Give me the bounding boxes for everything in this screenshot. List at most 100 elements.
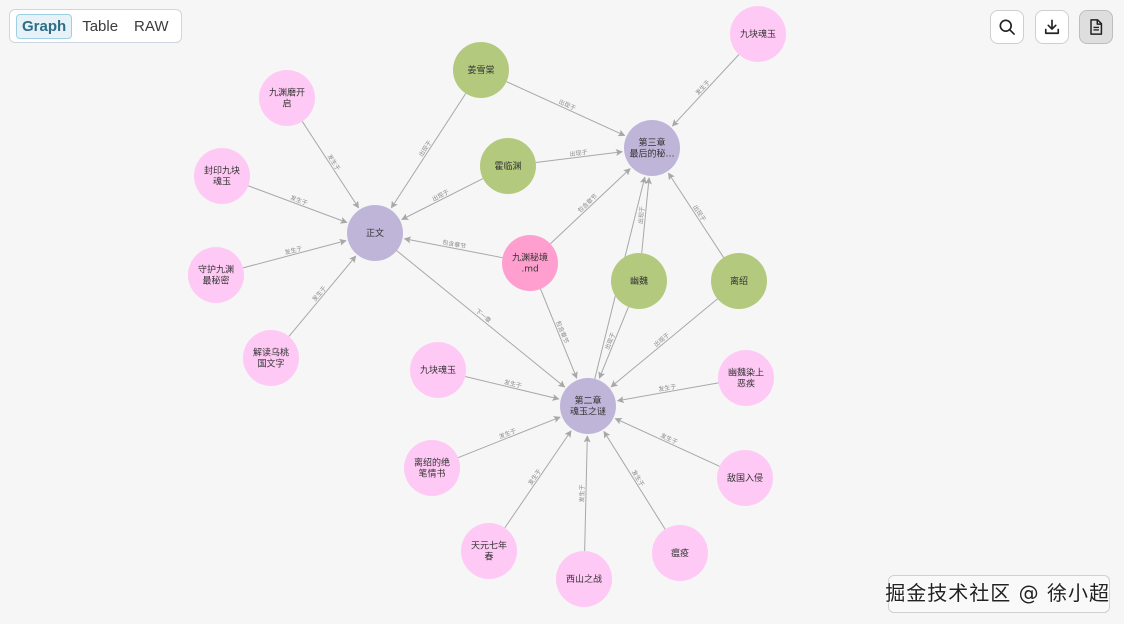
graph-node-label: 最后的秘… [629, 148, 674, 160]
graph-node-label: 第三章 [638, 137, 665, 149]
graph-node-circle[interactable] [453, 42, 509, 98]
graph-node-label: 九块魂玉 [740, 28, 776, 40]
graph-node-wenyi[interactable]: 瘟疫 [652, 525, 708, 581]
graph-node-label: 姜雪棠 [467, 64, 494, 76]
graph-node-lishao[interactable]: 离绍 [711, 253, 767, 309]
tab-raw[interactable]: RAW [134, 17, 169, 35]
graph-node-jiukuai_mid[interactable]: 九块魂玉 [410, 342, 466, 398]
graph-node-circle[interactable] [652, 525, 708, 581]
graph-node-label: 春 [484, 551, 493, 563]
graph-edge [598, 306, 629, 379]
watermark-box [888, 575, 1110, 613]
graph-node-circle[interactable] [259, 70, 315, 126]
graph-node-label: 笔情书 [418, 468, 445, 480]
search-button[interactable] [990, 10, 1024, 44]
graph-edge-label: 发生于 [503, 378, 522, 390]
graph-edge [390, 93, 467, 209]
graph-edge-label: 出现于 [569, 148, 588, 158]
graph-edge [396, 250, 566, 388]
graph-node-circle[interactable] [188, 247, 244, 303]
graph-edge [616, 382, 719, 404]
graph-edge [641, 177, 652, 254]
graph-node-circle[interactable] [461, 523, 517, 579]
search-icon [999, 19, 1015, 35]
document-button[interactable] [1079, 10, 1113, 44]
graph-node-jiangxue[interactable]: 姜雪棠 [453, 42, 509, 98]
graph-node-circle[interactable] [717, 450, 773, 506]
graph-edge-label: 发生于 [659, 431, 679, 446]
download-button[interactable] [1035, 10, 1069, 44]
graph-edge-label: 出现于 [603, 331, 617, 351]
graph-edge [288, 255, 357, 337]
graph-node-circle[interactable] [718, 350, 774, 406]
watermark: 掘金技术社区 @ 徐小超 [885, 581, 1110, 605]
graph-node-huolin[interactable]: 霍临渊 [480, 138, 536, 194]
graph-edge [610, 298, 718, 388]
graph-node-circle[interactable] [611, 253, 667, 309]
graph-node-jiukuai_top[interactable]: 九块魂玉 [730, 6, 786, 62]
graph-edge-label: 发生于 [289, 194, 309, 208]
graph-node-zhengwen[interactable]: 正文 [347, 205, 403, 261]
graph-edge [535, 149, 623, 164]
view-toggle: Graph Table RAW [9, 9, 182, 43]
graph-node-circle[interactable] [624, 120, 680, 176]
download-icon [1044, 19, 1060, 35]
graph-node-circle[interactable] [404, 440, 460, 496]
graph-node-circle[interactable] [347, 205, 403, 261]
graph-edge-label: 发生于 [630, 468, 646, 488]
graph-node-label: 幽魏染上 [728, 367, 764, 379]
graph-node-label: 解读乌桃 [253, 347, 289, 359]
graph-node-md[interactable]: 九渊秘境.md [502, 235, 558, 291]
graph-node-label: 离绍的绝 [414, 457, 450, 469]
graph-node-circle[interactable] [730, 6, 786, 62]
graph-edge-label: 出现于 [557, 98, 577, 113]
graph-node-circle[interactable] [194, 148, 250, 204]
graph-node-label: 最秘密 [202, 275, 229, 287]
graph-node-circle[interactable] [560, 378, 616, 434]
graph-node-xishan[interactable]: 西山之战 [556, 551, 612, 607]
graph-node-diguo[interactable]: 敌国入侵 [717, 450, 773, 506]
graph-node-circle[interactable] [711, 253, 767, 309]
graph-node-label: 封印九块 [204, 165, 240, 177]
graph-node-label: 敌国入侵 [727, 472, 763, 484]
graph-edge [301, 121, 360, 209]
graph-edge [248, 185, 348, 224]
graph-edge [403, 236, 503, 259]
graph-node-label: .md [521, 265, 538, 275]
graph-node-label: 正文 [366, 227, 384, 239]
graph-edge-label: 出现于 [431, 188, 451, 203]
graph-node-label: 九块魂玉 [420, 364, 456, 376]
graph-edge-label: 发生于 [578, 484, 586, 502]
graph-nodes[interactable]: 正文第三章最后的秘…第二章魂玉之谜九渊秘境.md姜雪棠霍临渊幽魏离绍九渊磨开启封… [188, 6, 786, 607]
graph-node-label: 启 [282, 98, 291, 110]
graph-edge-label: 包含章节 [576, 192, 599, 214]
tab-table[interactable]: Table [82, 17, 119, 35]
graph-node-ch3[interactable]: 第三章最后的秘… [624, 120, 680, 176]
graph-node-label: 魂玉 [213, 176, 231, 188]
graph-edge-label: 发生于 [658, 382, 677, 393]
graph-edge-label: 出现于 [637, 206, 647, 225]
graph-node-circle[interactable] [410, 342, 466, 398]
graph-edge-label: 发生于 [326, 153, 343, 172]
graph-node-circle[interactable] [556, 551, 612, 607]
graph-node-youwei[interactable]: 幽魏 [611, 253, 667, 309]
graph-node-circle[interactable] [480, 138, 536, 194]
graph-edge-label: 发生于 [498, 427, 518, 441]
graph-edge [671, 54, 740, 127]
graph-edge [457, 416, 561, 459]
graph-node-circle[interactable] [502, 235, 558, 291]
graph-node-label: 离绍 [730, 275, 748, 287]
tab-graph[interactable]: Graph [16, 13, 73, 39]
graph-node-circle[interactable] [243, 330, 299, 386]
document-icon [1090, 19, 1103, 35]
